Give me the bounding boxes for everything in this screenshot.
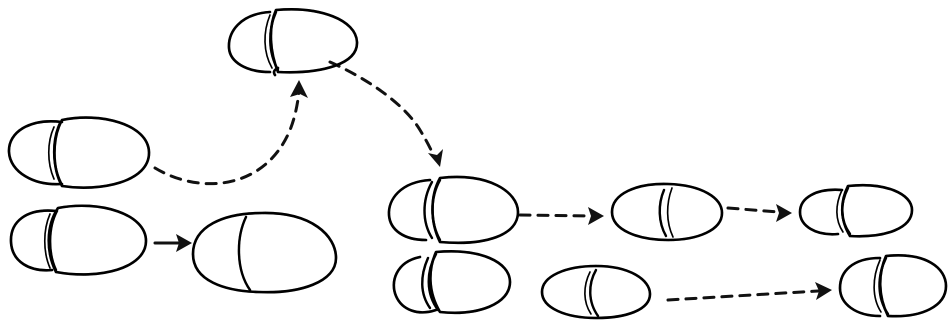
arrow-mid-small-to-right-dark <box>668 282 832 300</box>
cell-mid-dark-lower <box>394 251 510 312</box>
cell-left-upper <box>9 118 149 188</box>
cell-mid-dark-upper <box>389 177 518 243</box>
cell-mid-dark-small <box>542 266 650 318</box>
cell-right-light-2 <box>800 185 912 236</box>
arrow-left-upper-to-top <box>155 80 308 184</box>
cell-left-lower <box>11 206 146 275</box>
arrow-right-light-to-right-light-2 <box>728 204 792 222</box>
cell-top-split <box>229 9 357 75</box>
cell-right-dark <box>840 255 946 316</box>
arrow-left-lower-to-center <box>155 234 192 252</box>
cell-right-light-1 <box>612 184 722 240</box>
arrow-top-to-mid-dark <box>330 62 443 167</box>
arrow-mid-dark-to-right-light <box>520 207 604 225</box>
cell-center-result <box>193 213 336 292</box>
